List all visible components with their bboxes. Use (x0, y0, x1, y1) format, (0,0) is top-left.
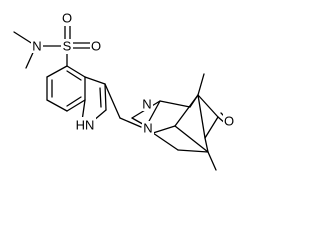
bond-benz-1 (66, 65, 86, 78)
bond-benz-inner-1 (66, 70, 82, 81)
sulfonamide-nitrogen-label: N (32, 39, 41, 54)
bond-cage-10 (174, 125, 209, 153)
molecule-canvas: N S O O HN N N O (13, 10, 235, 171)
bond-methyl-bridge-top (197, 73, 205, 96)
bond-cage-2 (159, 100, 191, 108)
oxygen-right-label: O (91, 39, 101, 54)
bond-benz-4 (46, 99, 68, 112)
bond-cage-6 (177, 149, 209, 153)
ketone-oxygen-label: O (224, 114, 234, 129)
oxygen-top-label: O (62, 11, 72, 26)
bond-cage-1 (147, 100, 161, 124)
atom-labels: N S O O HN N N O (31, 11, 235, 136)
bond-methyl-bridge-bottom (207, 151, 217, 171)
indole-nh-label: HN (76, 118, 95, 133)
bond-cage-8 (152, 125, 176, 134)
bond-pyr-1 (84, 76, 106, 85)
bond-benz-6 (46, 65, 68, 78)
bond-ch2-n (119, 117, 142, 128)
bond-cage-4 (197, 94, 206, 139)
ring-nitrogen-upper-label: N (142, 97, 151, 112)
bond-benz-inner-3 (66, 96, 82, 107)
bond-ketone-c (197, 94, 219, 118)
bond-benz-3 (66, 99, 86, 112)
bond-cage-9 (174, 94, 199, 127)
bond-pyr-2b (99, 87, 102, 108)
bonds (13, 23, 229, 171)
bond-cage-7 (152, 132, 179, 151)
structure-diagram: N S O O HN N N O (13, 11, 235, 171)
bond-cage-5 (204, 137, 209, 153)
bond-ketone-c2 (204, 116, 219, 139)
ring-nitrogen-lower-label: N (143, 121, 152, 136)
bond-pyr-2 (104, 83, 107, 111)
bond-c3-ch2 (104, 83, 121, 119)
sulfur-label: S (63, 39, 72, 54)
